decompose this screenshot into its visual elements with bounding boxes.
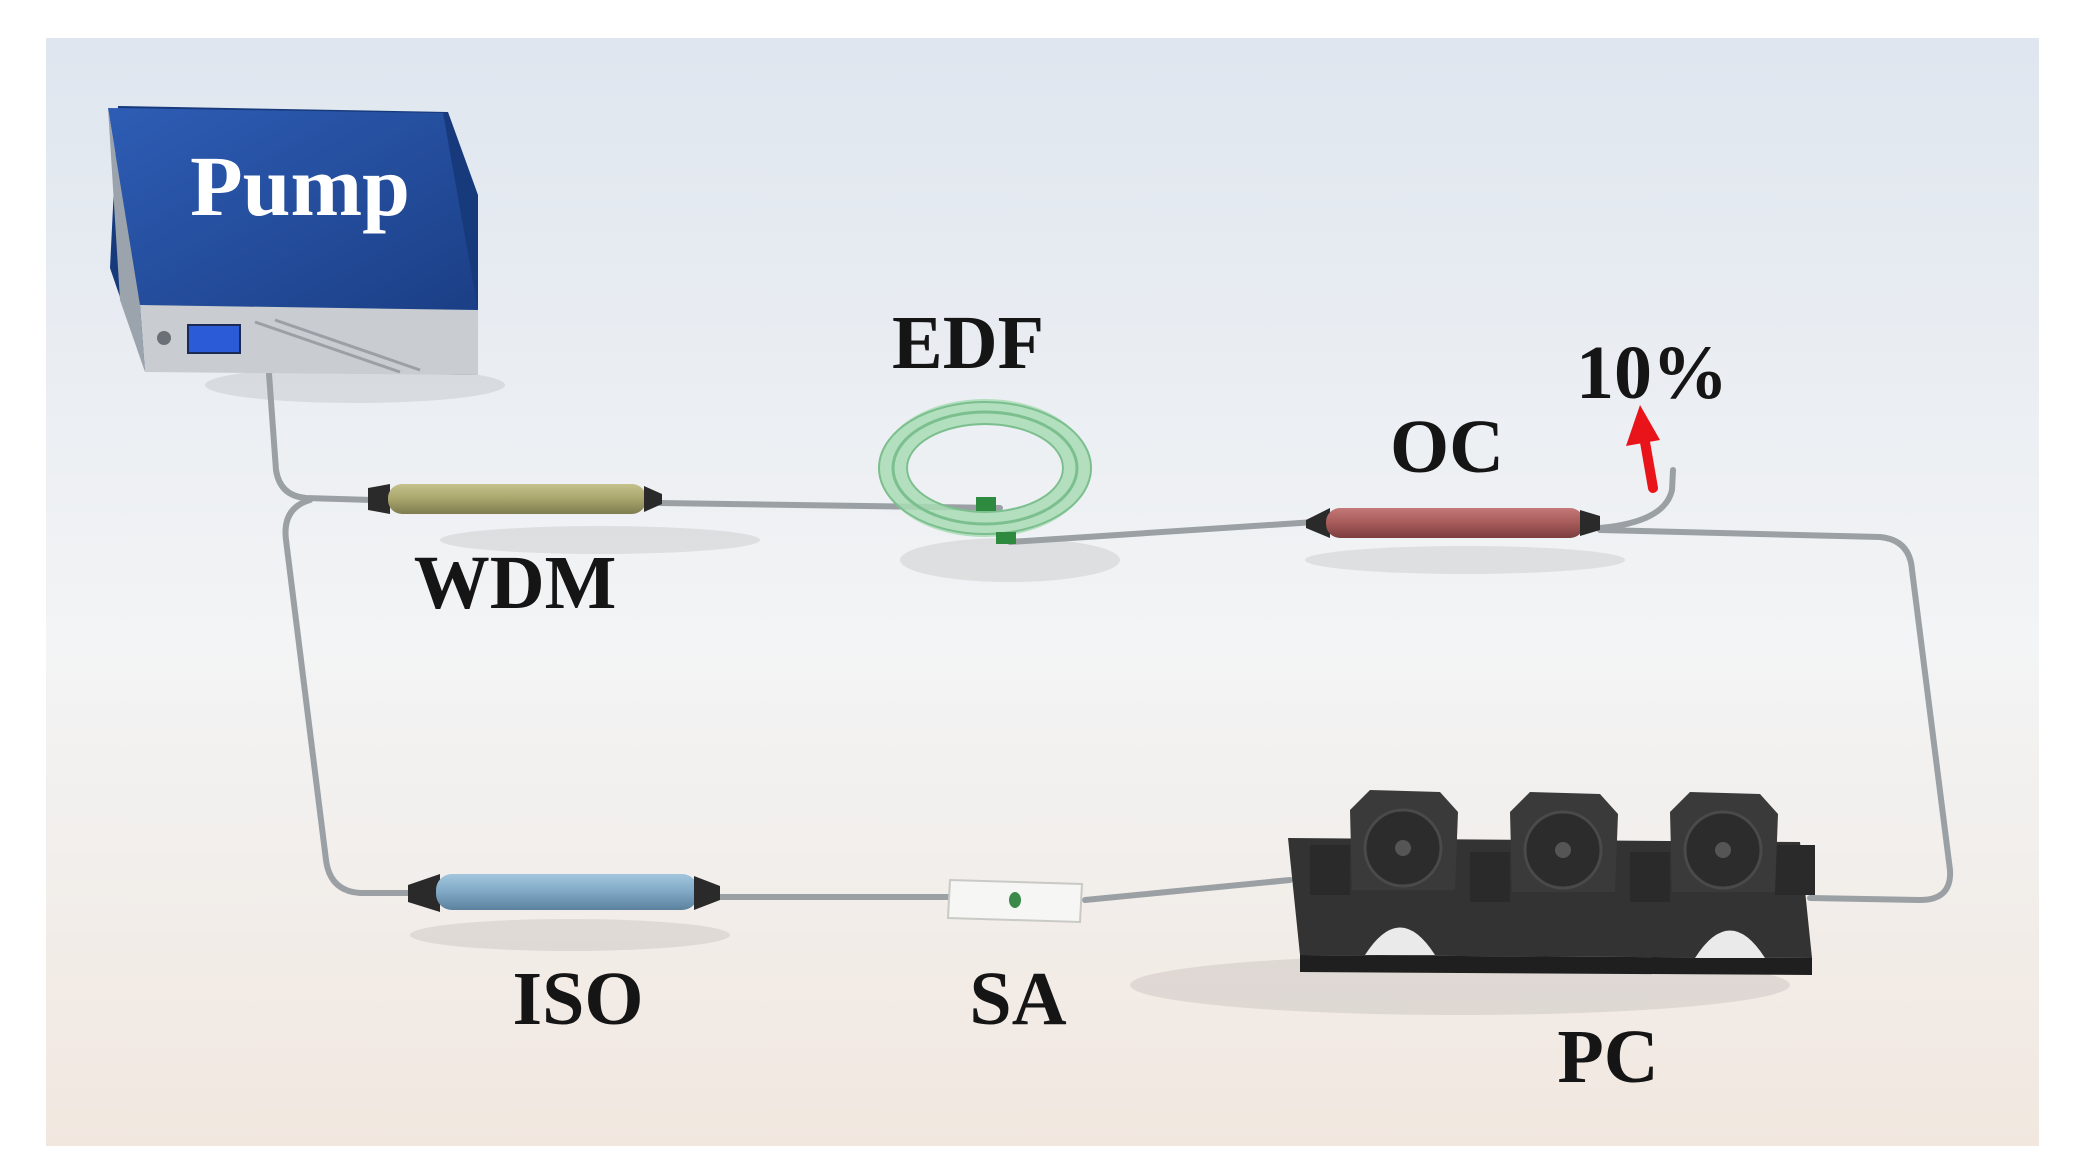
- output-coupler: [1306, 508, 1600, 538]
- pump-label: Pump: [190, 138, 410, 234]
- sa-label: SA: [969, 957, 1066, 1041]
- polarization-controller: [1288, 790, 1815, 975]
- output-arrow-icon: [1626, 405, 1660, 493]
- pc-label: PC: [1557, 1015, 1658, 1099]
- saturable-absorber: [946, 878, 1084, 924]
- pc-paddle: [1350, 790, 1458, 890]
- isolator: [408, 874, 720, 912]
- pc-paddle: [1510, 792, 1618, 892]
- edf-coil: [878, 399, 1092, 544]
- pc-paddle: [1670, 792, 1778, 892]
- output-label: 10%: [1576, 331, 1728, 415]
- oc-label: OC: [1390, 405, 1504, 489]
- wdm-coupler: [368, 484, 662, 514]
- pump-knob-icon: [157, 331, 171, 345]
- edf-label: EDF: [892, 301, 1044, 385]
- pump-display: [187, 324, 241, 354]
- iso-label: ISO: [513, 957, 644, 1041]
- pump-unit: Pump: [108, 106, 478, 375]
- wdm-label: WDM: [414, 541, 617, 625]
